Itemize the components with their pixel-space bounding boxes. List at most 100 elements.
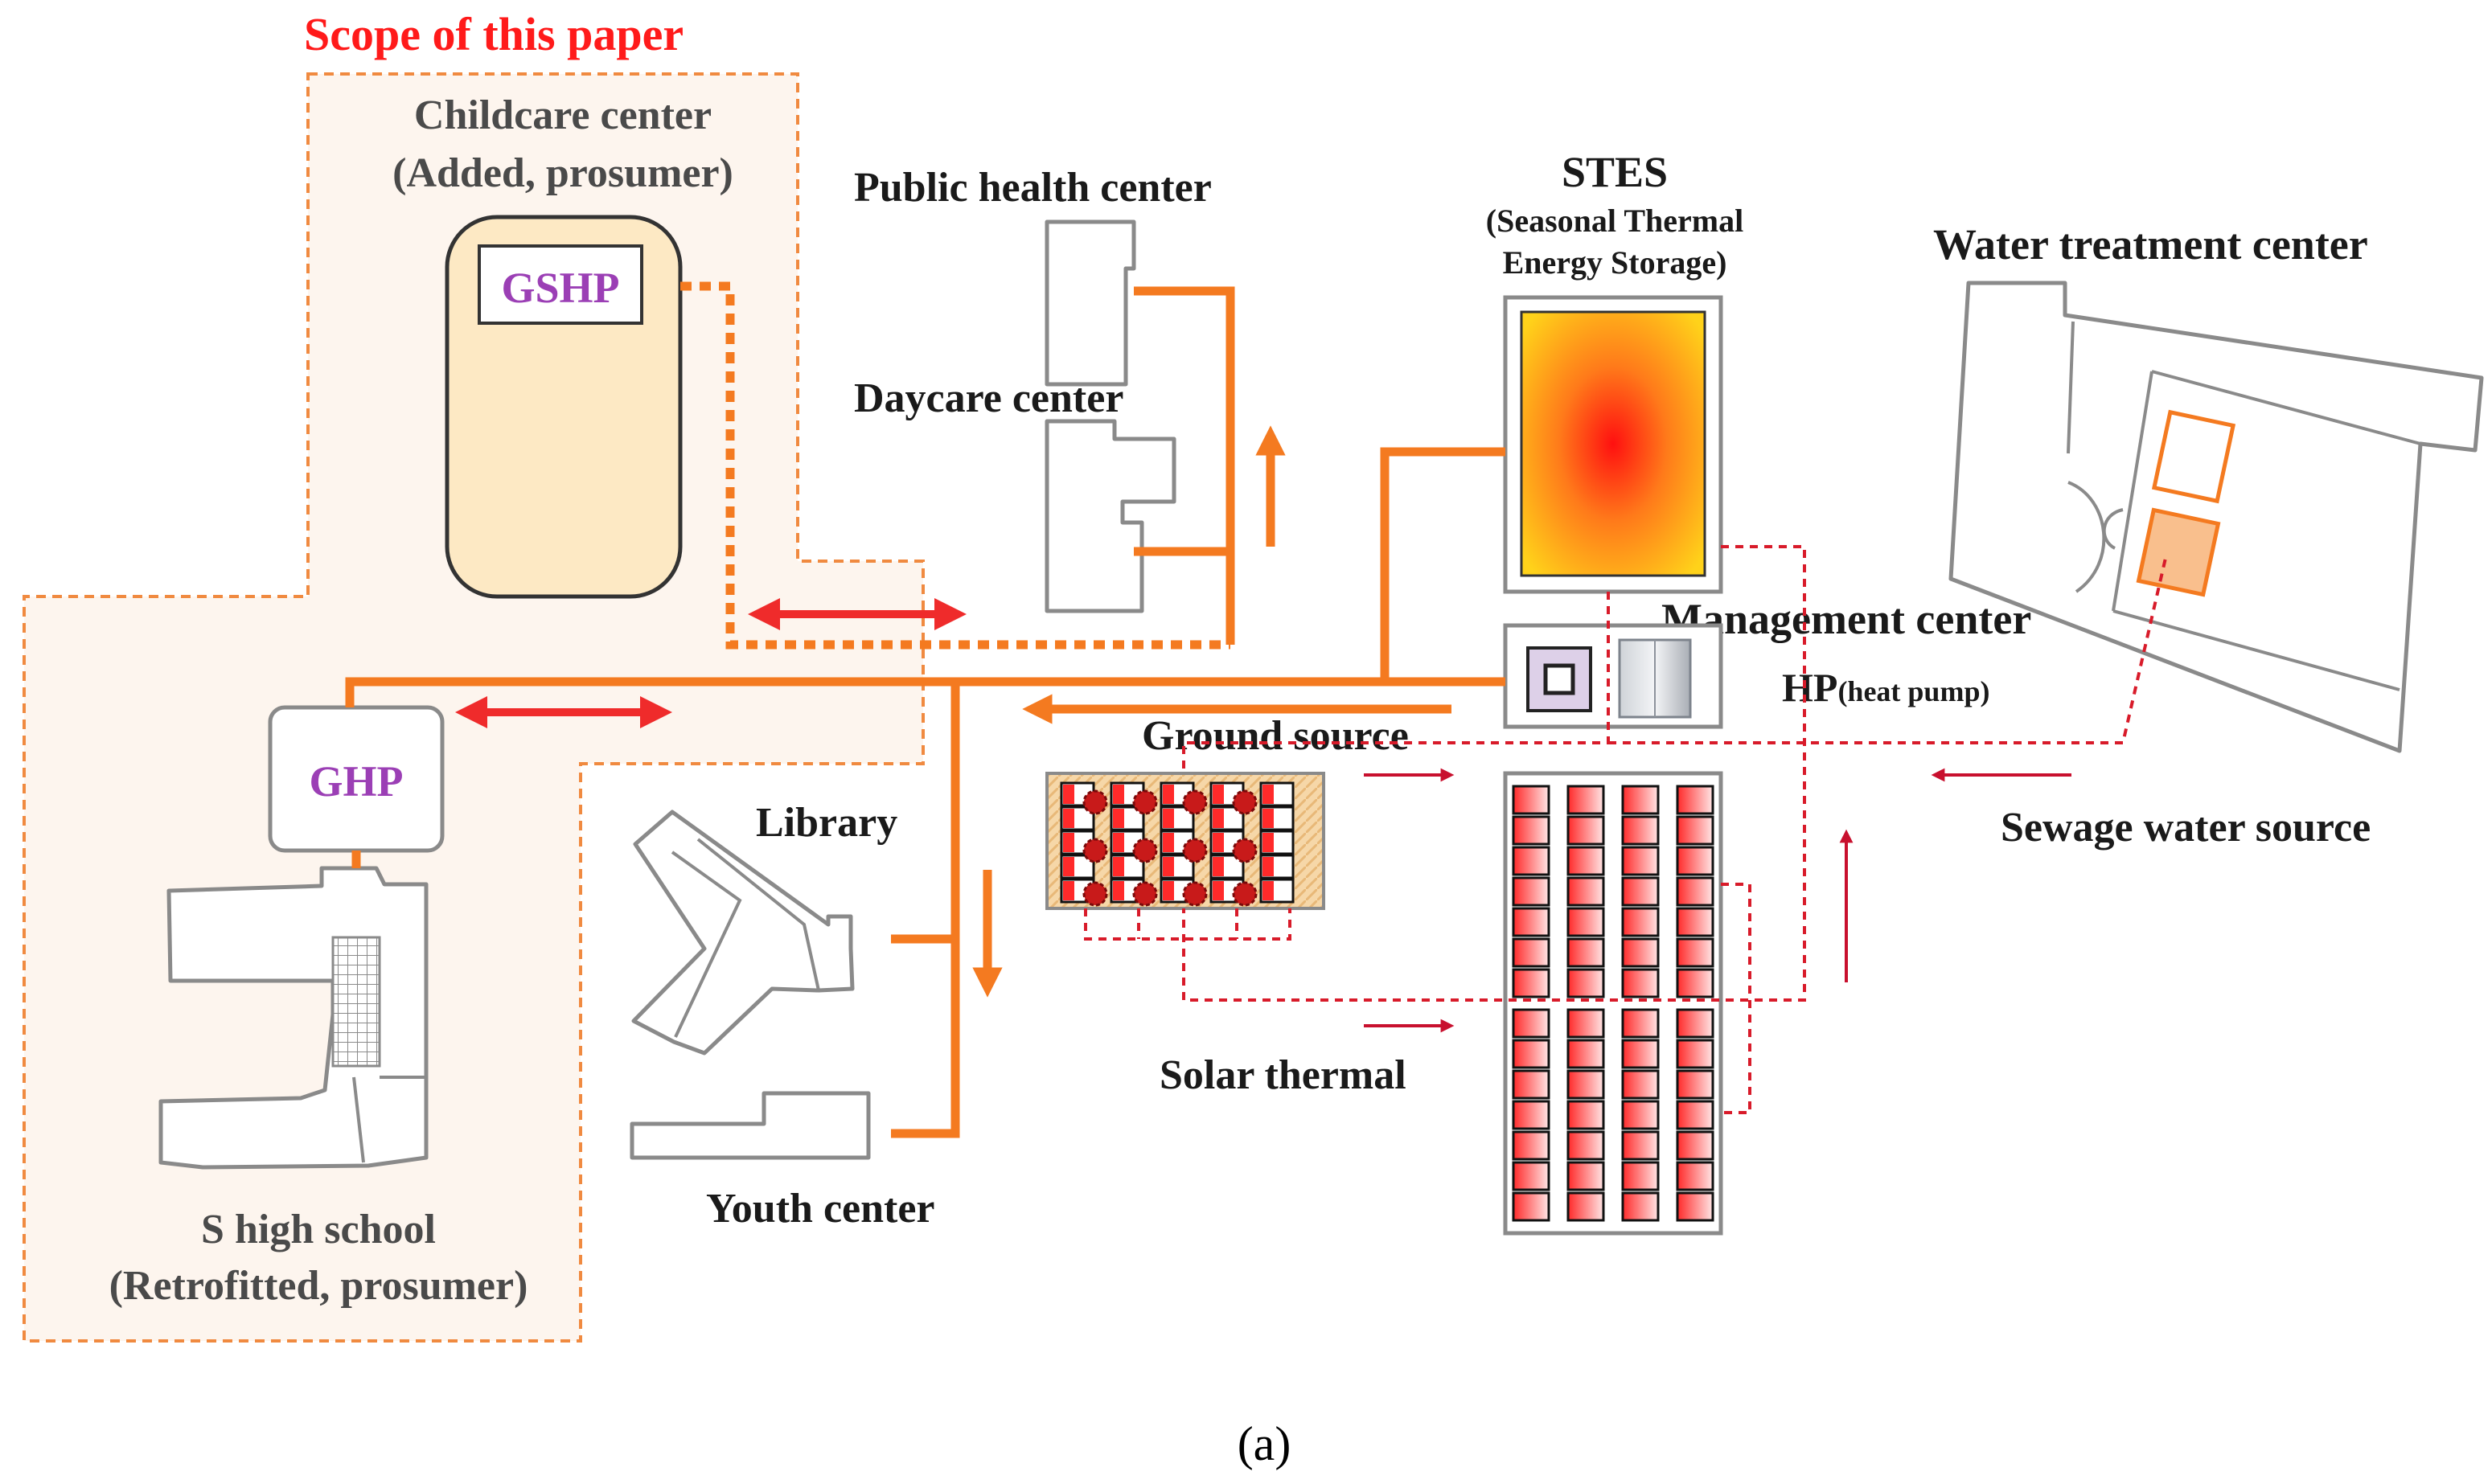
solar-panel-cell <box>1676 937 1714 968</box>
water-treatment-inner <box>2067 321 2421 691</box>
solar-panel-cell <box>1621 937 1660 968</box>
childcare-label-line2: (Added, prosumer) <box>392 150 733 196</box>
borehole-cell-fill <box>1213 881 1224 900</box>
borehole-cell-fill <box>1213 857 1224 876</box>
solar-panel-cell <box>1512 968 1550 998</box>
solar-panel-cell <box>1676 1008 1714 1039</box>
borehole-cell-fill <box>1113 785 1124 804</box>
borehole-loop <box>1082 881 1108 907</box>
hp-symbol-inner <box>1543 663 1575 695</box>
solar-panel-cell <box>1566 876 1605 907</box>
solar-panel-cell <box>1621 876 1660 907</box>
borehole-cell-fill <box>1163 881 1174 900</box>
heat-network-pipes <box>345 281 1505 1138</box>
borehole-cell-fill <box>1113 809 1124 828</box>
youth-building <box>630 1091 871 1160</box>
daycare-label: Daycare center <box>854 375 1123 421</box>
borehole-cell-fill <box>1262 857 1274 876</box>
source-piping <box>1084 545 2168 1114</box>
solar-panel-cell <box>1512 1039 1550 1069</box>
solar-panel-cell <box>1621 1100 1660 1130</box>
borehole-loop <box>1132 881 1158 907</box>
borehole-cell-fill <box>1063 857 1074 876</box>
solar-panel-cell <box>1621 1069 1660 1100</box>
borehole-cell-fill <box>1213 809 1224 828</box>
borehole-cell-fill <box>1163 857 1174 876</box>
solar-panel-cell <box>1566 785 1605 815</box>
solar-panel-cell <box>1676 785 1714 815</box>
solar-panel-cell <box>1512 1191 1550 1222</box>
stes-subtitle-1: (Seasonal Thermal <box>1486 203 1743 239</box>
solar-panel-cell <box>1512 1161 1550 1191</box>
water-treatment-label: Water treatment center <box>1933 220 2368 269</box>
school-inner <box>352 1076 426 1163</box>
water-treatment-clarifier <box>2067 481 2124 593</box>
borehole-cell-fill <box>1262 881 1274 900</box>
solar-panel-cell <box>1566 846 1605 876</box>
solar-panel-cell <box>1676 815 1714 846</box>
borehole-cell-fill <box>1063 809 1074 828</box>
borehole-cell-fill <box>1163 809 1174 828</box>
solar-panel-cell <box>1512 785 1550 815</box>
solar-panel-cell <box>1676 846 1714 876</box>
solar-panel-cell <box>1566 1008 1605 1039</box>
solar-panel-cell <box>1512 1069 1550 1100</box>
borehole-loop <box>1132 838 1158 863</box>
library-building <box>631 810 855 1056</box>
water-treatment-site <box>1948 281 2484 753</box>
solar-panel-cell <box>1621 785 1660 815</box>
school-label-line1: S high school <box>201 1207 436 1252</box>
water-tank-outline <box>2151 409 2236 504</box>
stes-subtitle-2: Energy Storage) <box>1503 244 1727 281</box>
gshp-box <box>478 244 643 325</box>
solar-panel-cell <box>1512 1008 1550 1039</box>
solar-thermal-label: Solar thermal <box>1160 1052 1406 1098</box>
solar-panel-cell <box>1621 1039 1660 1069</box>
borehole-loop <box>1182 838 1208 863</box>
ground-source-label: Ground source <box>1142 713 1409 759</box>
solar-panels <box>1512 785 1714 1222</box>
solar-panel-cell <box>1621 815 1660 846</box>
borehole-cell-fill <box>1113 857 1124 876</box>
solar-panel-cell <box>1512 1130 1550 1161</box>
solar-panel-cell <box>1566 1100 1605 1130</box>
solar-panel-cell <box>1621 968 1660 998</box>
solar-panel-cell <box>1512 846 1550 876</box>
ghp-label: GHP <box>310 757 404 806</box>
solar-panel-cell <box>1676 876 1714 907</box>
borehole-cell-fill <box>1163 785 1174 804</box>
daycare-building <box>1045 419 1176 613</box>
solar-panel-cell <box>1676 968 1714 998</box>
borehole-cell-fill <box>1063 833 1074 852</box>
solar-panel-cell <box>1621 846 1660 876</box>
borehole-loop <box>1082 789 1108 815</box>
solar-panel-cell <box>1566 968 1605 998</box>
youth-label: Youth center <box>706 1186 935 1232</box>
solar-panel-cell <box>1676 1130 1714 1161</box>
solar-panel-cell <box>1676 1191 1714 1222</box>
solar-panel-cell <box>1566 815 1605 846</box>
solar-panel-cell <box>1676 1069 1714 1100</box>
borehole-loop <box>1182 789 1208 815</box>
borehole-cell-fill <box>1213 833 1224 852</box>
solar-panel-cell <box>1566 937 1605 968</box>
solar-panel-cell <box>1512 907 1550 937</box>
solar-panel-cell <box>1676 1100 1714 1130</box>
borehole-cell-fill <box>1163 833 1174 852</box>
solar-panel-cell <box>1512 1100 1550 1130</box>
borehole-cell-fill <box>1113 833 1124 852</box>
school-grid-area <box>331 936 381 1068</box>
hp-label: HP(heat pump) <box>1782 665 1989 710</box>
solar-panel-cell <box>1512 937 1550 968</box>
solar-panel-cell <box>1566 907 1605 937</box>
childcare-label-line1: Childcare center <box>414 92 712 138</box>
borehole-cell-fill <box>1213 785 1224 804</box>
public-health-label: Public health center <box>854 165 1212 211</box>
childcare-dotted-pipe <box>680 281 1230 650</box>
solar-panel-cell <box>1566 1130 1605 1161</box>
borehole-cell-fill <box>1113 881 1124 900</box>
borehole-cell-fill <box>1063 881 1074 900</box>
solar-panel-cell <box>1676 907 1714 937</box>
solar-panel-cell <box>1566 1161 1605 1191</box>
